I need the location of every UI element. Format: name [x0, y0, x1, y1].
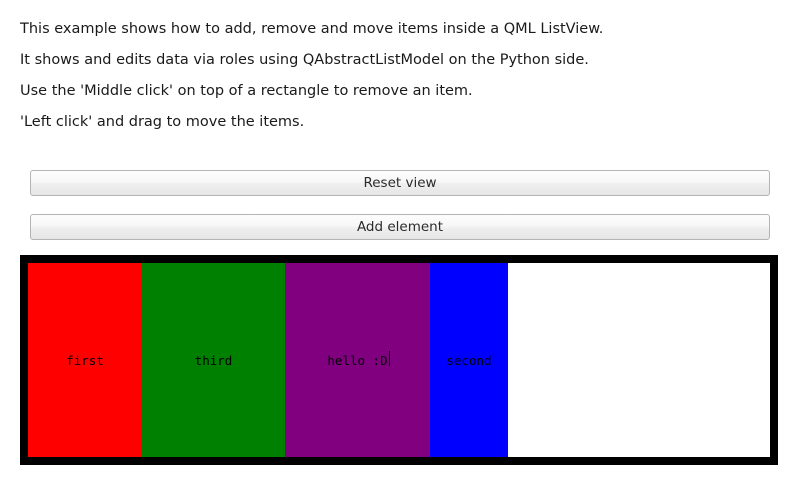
- add-element-button[interactable]: Add element: [30, 214, 770, 240]
- description-line-1: This example shows how to add, remove an…: [20, 21, 604, 37]
- list-item[interactable]: hello :D: [285, 263, 430, 457]
- listview-items-container: first third hello :D second: [28, 263, 508, 457]
- description-line-3: Use the 'Middle click' on top of a recta…: [20, 83, 473, 99]
- list-item[interactable]: third: [142, 263, 285, 457]
- list-item[interactable]: first: [28, 263, 142, 457]
- description-line-2: It shows and edits data via roles using …: [20, 52, 589, 68]
- description-line-4: 'Left click' and drag to move the items.: [20, 114, 305, 130]
- listview-frame[interactable]: first third hello :D second: [20, 255, 778, 465]
- list-item[interactable]: second: [430, 263, 508, 457]
- reset-view-button[interactable]: Reset view: [30, 170, 770, 196]
- list-item-label[interactable]: first: [66, 352, 104, 368]
- list-item-label-editing[interactable]: hello :D: [327, 350, 390, 368]
- list-item-label[interactable]: second: [446, 352, 492, 368]
- list-item-label[interactable]: third: [194, 352, 233, 368]
- description-text-block: This example shows how to add, remove an…: [20, 14, 780, 138]
